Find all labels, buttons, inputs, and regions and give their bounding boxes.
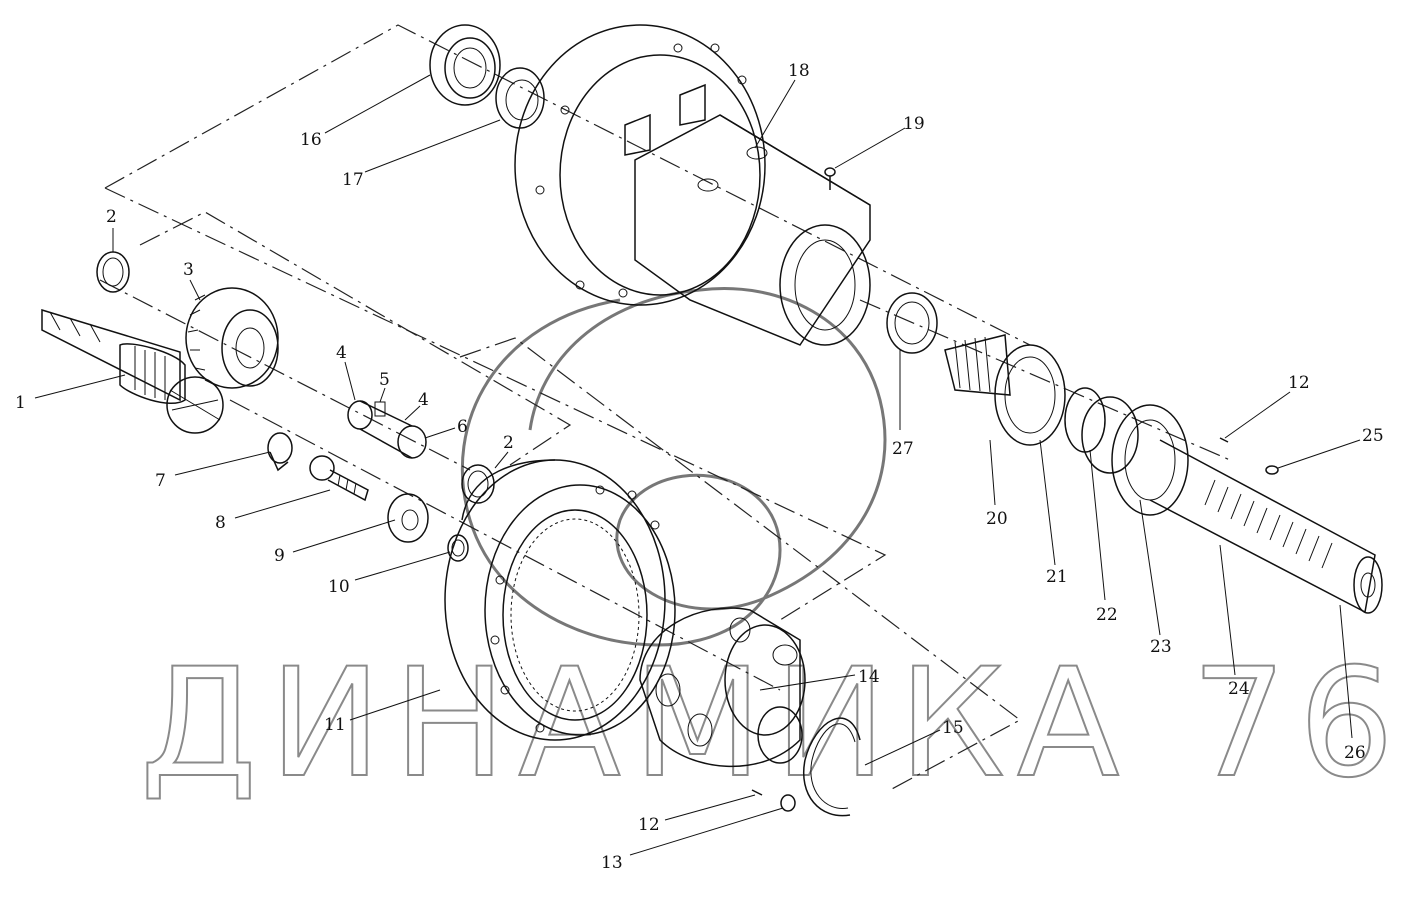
callout-13: 13	[601, 853, 623, 873]
callout-11: 11	[324, 715, 346, 735]
callout-3: 3	[183, 260, 194, 280]
callout-4b: 4	[418, 390, 429, 410]
callout-7: 7	[155, 471, 166, 491]
gear	[185, 287, 279, 389]
right-seal	[886, 292, 938, 354]
callout-25: 25	[1362, 426, 1384, 446]
oil-seal	[495, 67, 545, 129]
callout-27: 27	[892, 439, 914, 459]
callout-5: 5	[379, 370, 390, 390]
housing	[514, 24, 871, 346]
callout-2: 2	[106, 207, 117, 227]
callout-6: 6	[457, 417, 468, 437]
callout-12: 12	[638, 815, 660, 835]
callout-16: 16	[300, 130, 322, 150]
callout-1: 1	[15, 393, 26, 413]
leader-lines	[34, 74, 1361, 856]
breather	[824, 167, 836, 190]
callout-2b: 2	[503, 433, 514, 453]
tab-washer	[267, 432, 293, 472]
callout-15: 15	[942, 718, 964, 738]
ring-gear	[444, 459, 676, 741]
callout-9: 9	[274, 546, 285, 566]
callout-22: 22	[1096, 605, 1118, 625]
callout-4: 4	[336, 343, 347, 363]
bolt	[309, 455, 369, 502]
callout-26: 26	[1344, 743, 1366, 763]
callout-14: 14	[858, 667, 880, 687]
callout-19: 19	[903, 114, 925, 134]
callout-23: 23	[1150, 637, 1172, 657]
callout-18: 18	[788, 61, 810, 81]
large-snap-ring	[802, 717, 861, 817]
callout-8: 8	[215, 513, 226, 533]
callout-labels: 1 2 3 4 5 4 6 2 7 8 9 10 11 12 13 14 15 …	[15, 61, 1384, 873]
input-shaft	[41, 308, 224, 434]
thrust-washer	[387, 493, 429, 543]
watermark-text: ДИНАМИКА 76	[140, 637, 1406, 811]
assembly-lines	[99, 24, 1231, 791]
watermark: ДИНАМИКА 76	[139, 287, 1406, 812]
pin-sleeve	[347, 400, 427, 459]
lower-pin	[751, 789, 796, 812]
callout-12b: 12	[1288, 373, 1310, 393]
callout-17: 17	[342, 170, 364, 190]
watermark-swirl	[460, 287, 887, 647]
callout-24: 24	[1228, 679, 1250, 699]
snap-ring	[96, 251, 495, 504]
planet-carrier	[639, 607, 806, 767]
callout-20: 20	[986, 509, 1008, 529]
callout-10: 10	[328, 577, 350, 597]
callout-21: 21	[1046, 567, 1068, 587]
bearing	[429, 24, 501, 106]
output-shaft-assembly	[944, 334, 1383, 614]
